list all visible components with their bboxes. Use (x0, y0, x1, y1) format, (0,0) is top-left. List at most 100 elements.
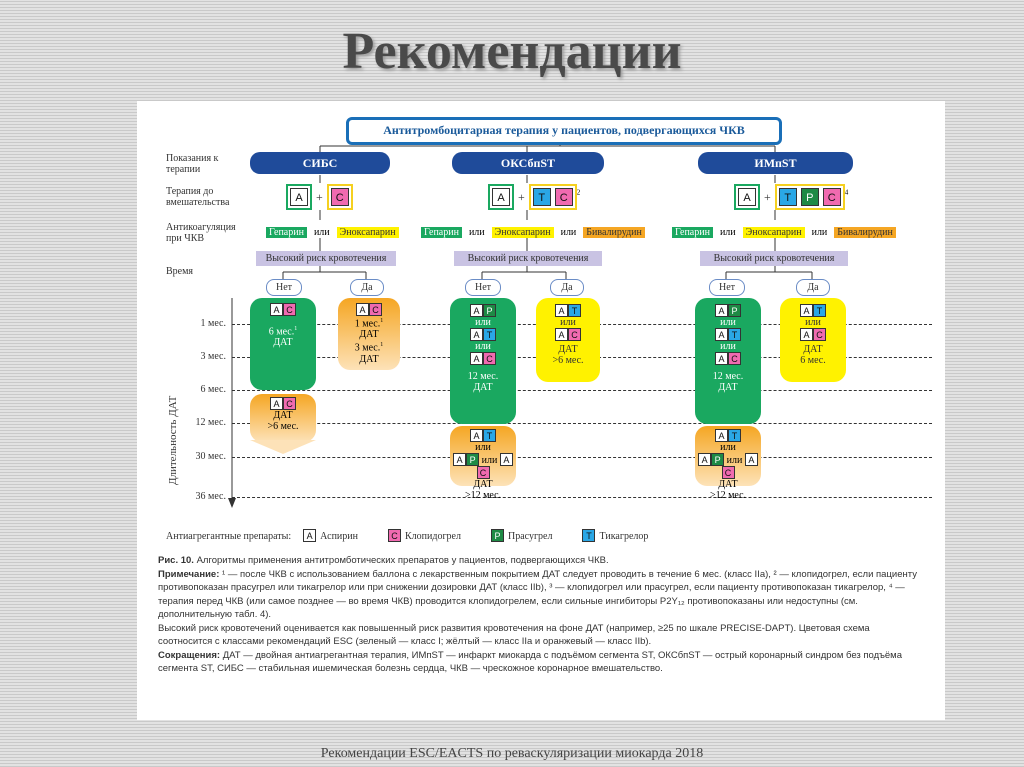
drug-clopidogrel-badge: C (283, 303, 296, 316)
drug-clopidogrel-badge: C (369, 303, 382, 316)
drug-clopidogrel-badge: C (476, 466, 490, 479)
drug-aspirin-badge: A (270, 303, 283, 316)
or-label: или (720, 317, 736, 328)
figure-caption: Рис. 10. Алгоритмы применения антитромбо… (158, 554, 920, 676)
pre-therapy-sibs: A + C (286, 184, 353, 210)
legend-name: Клопидогрел (405, 531, 461, 542)
or-label: или (475, 341, 491, 352)
or-label: или (313, 227, 330, 238)
dat-text: ДАТ (359, 329, 379, 341)
dat-text: ДАТ (558, 344, 578, 355)
drug-aspirin-badge: A (470, 352, 483, 365)
column-header-oksbpst: ОКСбпST (452, 152, 604, 174)
dat-text: ДАТ (803, 344, 823, 355)
risk-bar-oksbpst: Высокий риск кровотечения (454, 251, 602, 266)
duration-text: >12 мес. (464, 490, 502, 501)
bleeding-risk-yes-oksbpst: Да (550, 279, 584, 296)
dat-text: ДАТ (473, 479, 493, 490)
drug-aspirin-badge: A (715, 429, 728, 442)
drug-aspirin-badge: A (290, 188, 308, 206)
risk-bar-sibs: Высокий риск кровотечения (256, 251, 396, 266)
caption-risk-text: Высокий риск кровотечений оценивается ка… (158, 622, 870, 648)
footnote-mark: 1 (294, 326, 298, 332)
footnote-mark: 1 (380, 342, 384, 349)
or-label: или (560, 227, 577, 238)
caption-abbr-text: ДАТ — двойная антиагрегантная терапия, И… (158, 649, 902, 675)
risk-bar-impst: Высокий риск кровотечения (700, 251, 848, 266)
legend-item-ticagrelor: T Тикагрелор (582, 526, 648, 543)
row-label-time: Время (166, 266, 194, 277)
drug-ticagrelor-badge: T (483, 328, 496, 341)
drug-aspirin-badge: A (356, 303, 369, 316)
drug-aspirin-badge: A (470, 304, 483, 317)
anticoag-oksbpst: Гепарин или Эноксапарин или Бивалирудин (421, 222, 645, 240)
anticoag-enoxaparin: Эноксапарин (336, 227, 399, 238)
anticoag-impst: Гепарин или Эноксапарин или Бивалирудин (672, 222, 896, 240)
legend-name: Аспирин (320, 531, 358, 542)
drug-aspirin-badge: A (453, 453, 467, 466)
duration-text: 3 мес. (354, 342, 381, 354)
drug-ticagrelor-badge: T (728, 328, 741, 341)
dat-text: ДАТ (359, 353, 379, 365)
drug-clopidogrel-badge: C (330, 188, 349, 206)
drug-prasugrel-badge: P (711, 453, 725, 466)
drug-aspirin-badge: A (715, 304, 728, 317)
anticoag-enoxaparin: Эноксапарин (491, 227, 554, 238)
legend: Антиагрегантные препараты: A Аспирин C К… (166, 526, 926, 544)
drug-prasugrel-badge: P (490, 529, 504, 542)
drug-ticagrelor-badge: T (728, 429, 741, 442)
duration-text: 12 мес. (712, 371, 744, 382)
drug-clopidogrel-badge: C (388, 529, 401, 542)
drug-aspirin-badge: A (555, 328, 568, 341)
drug-aspirin-badge: A (800, 304, 813, 317)
drug-aspirin-badge: A (499, 453, 513, 466)
footnote-mark: 4 (844, 188, 849, 197)
drug-clopidogrel-badge: C (721, 466, 735, 479)
column-header-sibs: СИБС (250, 152, 390, 174)
drug-aspirin-badge: A (744, 453, 758, 466)
bleeding-risk-no-impst: Нет (709, 279, 745, 296)
legend-name: Прасугрел (507, 531, 553, 542)
drug-aspirin-badge: A (470, 429, 483, 442)
drug-prasugrel-badge: P (728, 304, 741, 317)
month-label: 6 мес. (200, 384, 226, 395)
drug-ticagrelor-badge: T (778, 188, 797, 206)
drug-ticagrelor-badge: T (483, 429, 496, 442)
drug-aspirin-badge: A (555, 304, 568, 317)
anticoag-heparin: Гепарин (266, 227, 307, 238)
gridline-30m (232, 457, 932, 458)
drug-clopidogrel-badge: C (813, 328, 826, 341)
caption-abbr-label: Сокращения: (158, 649, 221, 661)
drug-prasugrel-badge: P (466, 453, 480, 466)
gridline-12m (232, 423, 932, 424)
footnote-mark: 1 (380, 318, 384, 324)
bleeding-risk-no-oksbpst: Нет (465, 279, 501, 296)
legend-item-aspirin: A Аспирин (303, 526, 358, 543)
duration-text: 12 мес. (467, 371, 499, 382)
or-label: или (481, 455, 498, 466)
caption-fig-label: Рис. 10. (158, 555, 194, 566)
drug-aspirin-badge: A (698, 453, 712, 466)
row-label-pre-therapy: Терапия до вмешательства (166, 186, 230, 208)
month-label: 1 мес. (200, 318, 226, 329)
or-label: или (468, 227, 485, 238)
gridline-6m (232, 390, 932, 391)
caption-note-label: Примечание: (158, 568, 220, 580)
gridline-36m (232, 497, 932, 498)
drug-clopidogrel-badge: C (822, 188, 841, 206)
slide-title: Рекомендации (342, 23, 682, 80)
drug-ticagrelor-badge: T (813, 304, 826, 317)
or-label: или (726, 455, 743, 466)
dat-text: ДАТ (273, 337, 293, 349)
or-label: или (560, 317, 576, 328)
or-label: или (475, 442, 491, 453)
anticoag-bivalirudin: Бивалирудин (834, 227, 896, 238)
legend-label: Антиагрегантные препараты: (166, 531, 292, 542)
